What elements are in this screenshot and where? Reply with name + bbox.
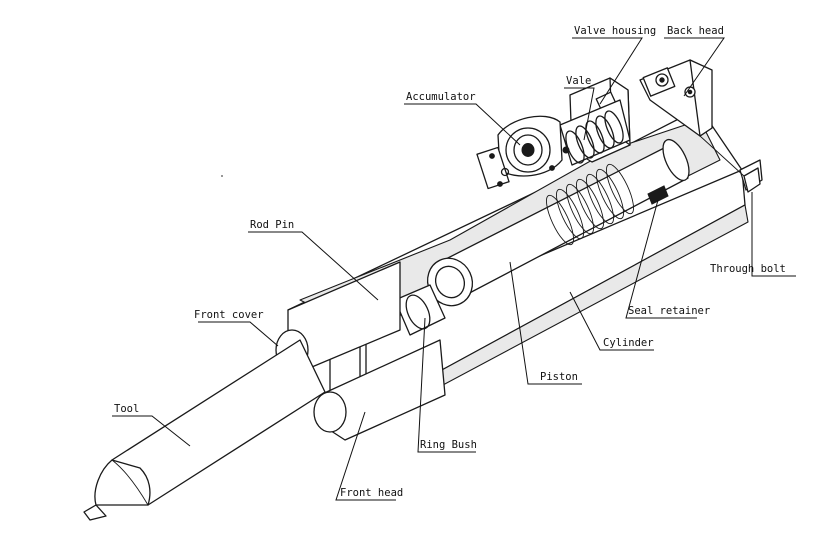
label-front-head: Front head [340,487,403,499]
back-head [639,59,713,137]
seal-retainer [647,185,669,205]
callout-labels: Valve housing Back head Vale Accumulator… [114,25,786,499]
front-head [313,339,446,441]
label-ring-bush: Ring Bush [420,439,477,451]
accumulator [476,115,563,190]
piston [426,138,690,307]
label-vale: Vale [566,75,591,87]
leader-lines [112,37,796,501]
label-cylinder: Cylinder [603,337,654,349]
label-seal-retainer: Seal retainer [628,305,710,317]
stray-dot [221,175,223,177]
tool-chisel [83,339,326,521]
label-tool: Tool [114,403,139,415]
label-back-head: Back head [667,25,724,37]
label-valve-housing: Valve housing [574,25,656,37]
ring-bush [394,284,446,336]
through-bolt [699,135,763,193]
label-rod-pin: Rod Pin [250,219,294,231]
label-through-bolt: Through bolt [710,263,786,275]
label-accumulator: Accumulator [406,91,476,103]
label-front-cover: Front cover [194,309,264,321]
valve-spool [559,99,631,166]
label-piston: Piston [540,371,578,383]
